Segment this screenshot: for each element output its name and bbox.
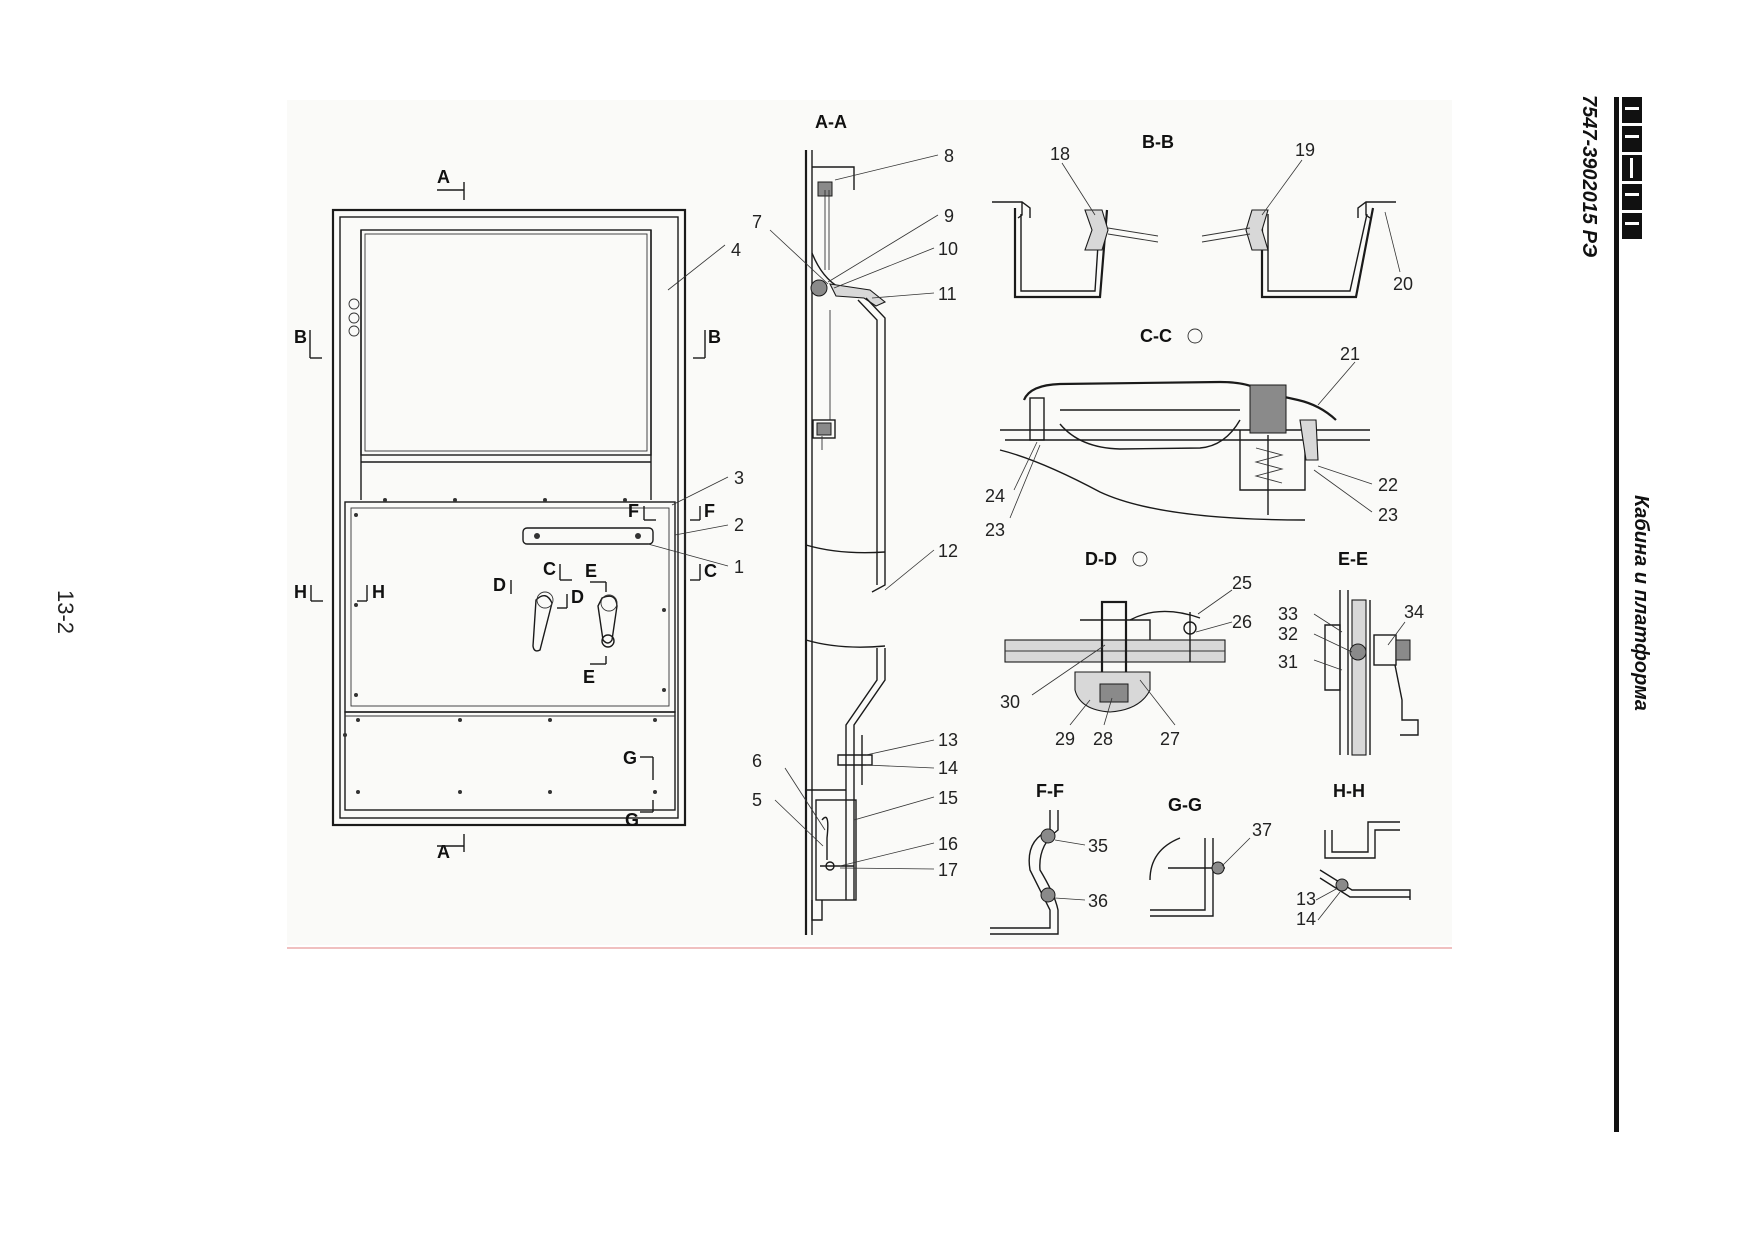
cut-mark-f-left: F (628, 501, 639, 521)
callout-27: 27 (1160, 729, 1180, 749)
cut-mark-g-top: G (623, 748, 637, 768)
callout-24: 24 (985, 486, 1005, 506)
section-d-d: D-D 25 26 27 28 29 30 (1000, 549, 1252, 749)
section-title-f-f: F-F (1036, 781, 1064, 801)
cut-mark-h-right: H (372, 582, 385, 602)
document-code: 7547-3902015 РЭ (1578, 95, 1600, 258)
belaz-logo (1622, 97, 1642, 239)
callout-34: 34 (1404, 602, 1424, 622)
callout-11: 11 (938, 284, 957, 304)
section-title-c-c: C-C (1140, 326, 1172, 346)
callout-17: 17 (938, 860, 958, 880)
cut-mark-c-right: C (704, 561, 717, 581)
callout-18: 18 (1050, 144, 1070, 164)
callout-5: 5 (752, 790, 762, 810)
page-number: 13-2 (53, 590, 78, 635)
rotated-view-icon-2 (1132, 551, 1148, 567)
section-cut-marks: A A B B F F C C D D E E H H G G (294, 167, 721, 862)
callout-32: 32 (1278, 624, 1298, 644)
section-g-g: G-G 37 (1149, 795, 1272, 917)
door-front-view (331, 208, 687, 827)
callout-7: 7 (752, 212, 762, 232)
callout-28: 28 (1093, 729, 1113, 749)
cut-mark-c-left: C (543, 559, 556, 579)
cut-mark-a-top: A (437, 167, 450, 187)
callout-14b: 14 (1296, 909, 1316, 929)
callout-9: 9 (944, 206, 954, 226)
callout-10: 10 (938, 239, 958, 259)
callout-14: 14 (938, 758, 958, 778)
callout-31: 31 (1278, 652, 1298, 672)
cut-mark-h-left: H (294, 582, 307, 602)
section-title-h-h: H-H (1333, 781, 1365, 801)
cut-mark-d-left: D (493, 575, 506, 595)
section-title-d-d: D-D (1085, 549, 1117, 569)
callout-23b: 23 (985, 520, 1005, 540)
cut-mark-f-right: F (704, 501, 715, 521)
callout-30: 30 (1000, 692, 1020, 712)
cut-mark-b-left: B (294, 327, 307, 347)
callout-33: 33 (1278, 604, 1298, 624)
section-title-e-e: E-E (1338, 549, 1368, 569)
callout-20: 20 (1393, 274, 1413, 294)
section-title-g-g: G-G (1168, 795, 1202, 815)
callout-19: 19 (1295, 140, 1315, 160)
cut-mark-e-bottom: E (583, 667, 595, 687)
front-view-callouts: 4 3 2 1 (647, 240, 744, 577)
callout-25: 25 (1232, 573, 1252, 593)
cut-mark-b-right: B (708, 327, 721, 347)
section-b-b: B-B 18 19 20 (992, 132, 1413, 299)
callout-3: 3 (734, 468, 744, 488)
callout-15: 15 (938, 788, 958, 808)
callout-12: 12 (938, 541, 958, 561)
callout-4: 4 (731, 240, 741, 260)
callout-29: 29 (1055, 729, 1075, 749)
section-h-h: H-H 13 14 (1296, 781, 1411, 929)
section-a-a: A-A 8 7 9 10 (752, 112, 958, 935)
callout-21: 21 (1340, 344, 1360, 364)
section-title-b-b: B-B (1142, 132, 1174, 152)
section-title: Кабина и платформа (1630, 495, 1652, 711)
callout-23: 23 (1378, 505, 1398, 525)
section-f-f: F-F 35 36 (990, 781, 1108, 935)
callout-1: 1 (734, 557, 744, 577)
page-edge-bar (1614, 97, 1619, 1132)
callout-13: 13 (938, 730, 958, 750)
cut-mark-e-top: E (585, 561, 597, 581)
callout-6: 6 (752, 751, 762, 771)
callout-36: 36 (1088, 891, 1108, 911)
callout-8: 8 (944, 146, 954, 166)
callout-37: 37 (1252, 820, 1272, 840)
section-c-c: C-C 21 22 23 24 23 (985, 326, 1398, 540)
callout-22: 22 (1378, 475, 1398, 495)
section-title-a-a: A-A (815, 112, 847, 132)
callout-2: 2 (734, 515, 744, 535)
callout-26: 26 (1232, 612, 1252, 632)
section-e-e: E-E 33 32 31 34 (1278, 549, 1424, 756)
callout-35: 35 (1088, 836, 1108, 856)
rotated-view-icon (1187, 328, 1203, 344)
callout-16: 16 (938, 834, 958, 854)
cut-mark-d-right: D (571, 587, 584, 607)
cut-mark-g-bottom: G (625, 810, 639, 830)
cut-mark-a-bottom: A (437, 842, 450, 862)
callout-13b: 13 (1296, 889, 1316, 909)
